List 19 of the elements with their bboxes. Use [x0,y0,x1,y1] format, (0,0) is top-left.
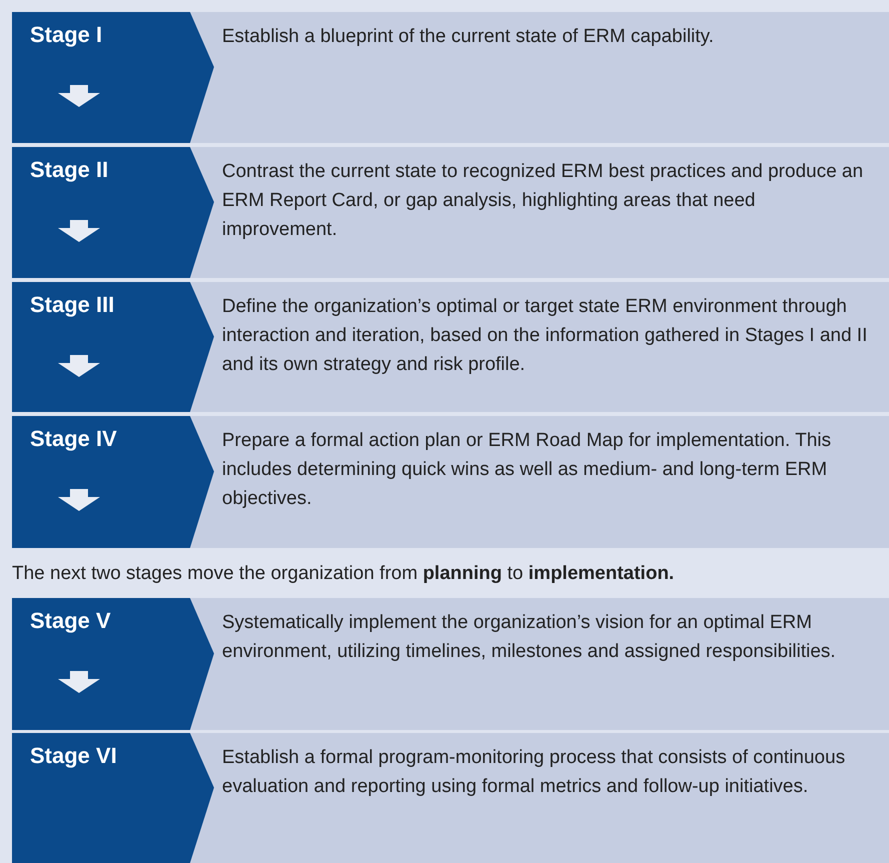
note-text: The next two stages move the organization from planning to implementation. [12,563,674,585]
stage-label: Stage V [30,608,111,634]
stage-label: Stage I [30,22,102,48]
stage-row-band [12,416,889,548]
stage-description: Prepare a formal action plan or ERM Road Map for implementation. This includes determining quick wins as well as medium- and long-term ERM objectives. [222,429,832,511]
stage-description: Define the organization’s optimal or target state ERM environment through interaction and iteration, based on the information gathered in Stages I and II and its own strategy and risk profile. [222,295,868,377]
stage-description: Contrast the current state to recognized ERM best practices and produce an ERM Report Card, or gap analysis, highlighting areas that need improvement. [222,160,864,242]
stage-row-band [12,282,889,412]
stage-label: Stage IV [30,426,117,452]
stage-row-band [12,598,889,730]
stage-row-band [12,147,889,278]
stage-description: Systematically implement the organization’s vision for an optimal ERM environment, utilizing timelines, milestones and assigned responsibilities. [222,611,837,664]
stage-label: Stage VI [30,743,117,769]
stage-description: Establish a blueprint of the current state of ERM capability. [222,25,715,49]
stage-row-band [12,733,889,863]
stage-description: Establish a formal program-monitoring process that consists of continuous evaluation and reporting using formal metrics and follow-up initiatives. [222,746,846,799]
stage-label: Stage III [30,292,114,318]
stage-row-band [12,12,889,143]
stage-label: Stage II [30,157,108,183]
